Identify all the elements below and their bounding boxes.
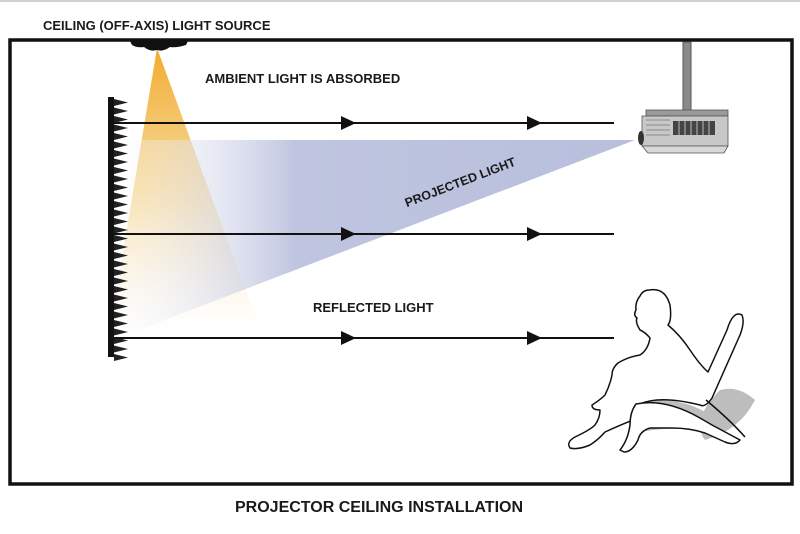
screen-tooth: [114, 175, 128, 183]
screen-tooth: [114, 252, 128, 259]
screen-tooth: [114, 141, 128, 149]
screen-tooth: [114, 286, 128, 293]
light-source-label: CEILING (OFF-AXIS) LIGHT SOURCE: [43, 18, 271, 33]
screen-tooth: [114, 209, 128, 217]
screen-tooth: [114, 311, 128, 319]
screen-tooth: [114, 354, 128, 361]
ceiling-projector-icon: [638, 41, 729, 154]
screen-tooth: [114, 107, 128, 115]
ambient-light-label: AMBIENT LIGHT IS ABSORBED: [205, 71, 401, 86]
screen-tooth: [114, 116, 128, 123]
arrow-head-icon: [527, 227, 542, 241]
arrow-head-icon: [341, 227, 356, 241]
screen-tooth: [114, 294, 128, 302]
arrow-head-icon: [341, 331, 356, 345]
screen-tooth: [114, 235, 128, 242]
arrow-head-icon: [527, 331, 542, 345]
screen: [108, 97, 128, 361]
screen-tooth: [114, 158, 128, 166]
projected-light-beam: [112, 140, 635, 340]
screen-tooth: [114, 99, 128, 106]
screen-tooth: [114, 167, 128, 174]
screen-tooth: [114, 320, 128, 327]
arrow-head-icon: [341, 116, 356, 130]
reflected-light-label: REFLECTED LIGHT: [313, 300, 434, 315]
screen-tooth: [114, 192, 128, 200]
screen-tooth: [114, 303, 128, 310]
screen-tooth: [114, 243, 128, 251]
screen-tooth: [114, 269, 128, 276]
screen-tooth: [114, 260, 128, 268]
screen-tooth: [114, 184, 128, 191]
screen-tooth: [114, 124, 128, 132]
screen-tooth: [114, 226, 128, 234]
screen-tooth: [114, 277, 128, 285]
room-frame: [8, 38, 794, 486]
arrow-head-icon: [527, 116, 542, 130]
seated-viewer-icon: [568, 288, 755, 453]
screen-tooth: [114, 133, 128, 140]
screen-tooth: [114, 345, 128, 353]
light-rays: [114, 116, 614, 345]
screen-tooth: [114, 328, 128, 336]
top-divider: [0, 0, 800, 2]
ceiling-light-fixture-icon: [130, 41, 188, 51]
screen-tooth: [114, 150, 128, 157]
screen-tooth: [114, 218, 128, 225]
screen-tooth: [114, 201, 128, 208]
diagram-title: PROJECTOR CEILING INSTALLATION: [235, 499, 524, 516]
